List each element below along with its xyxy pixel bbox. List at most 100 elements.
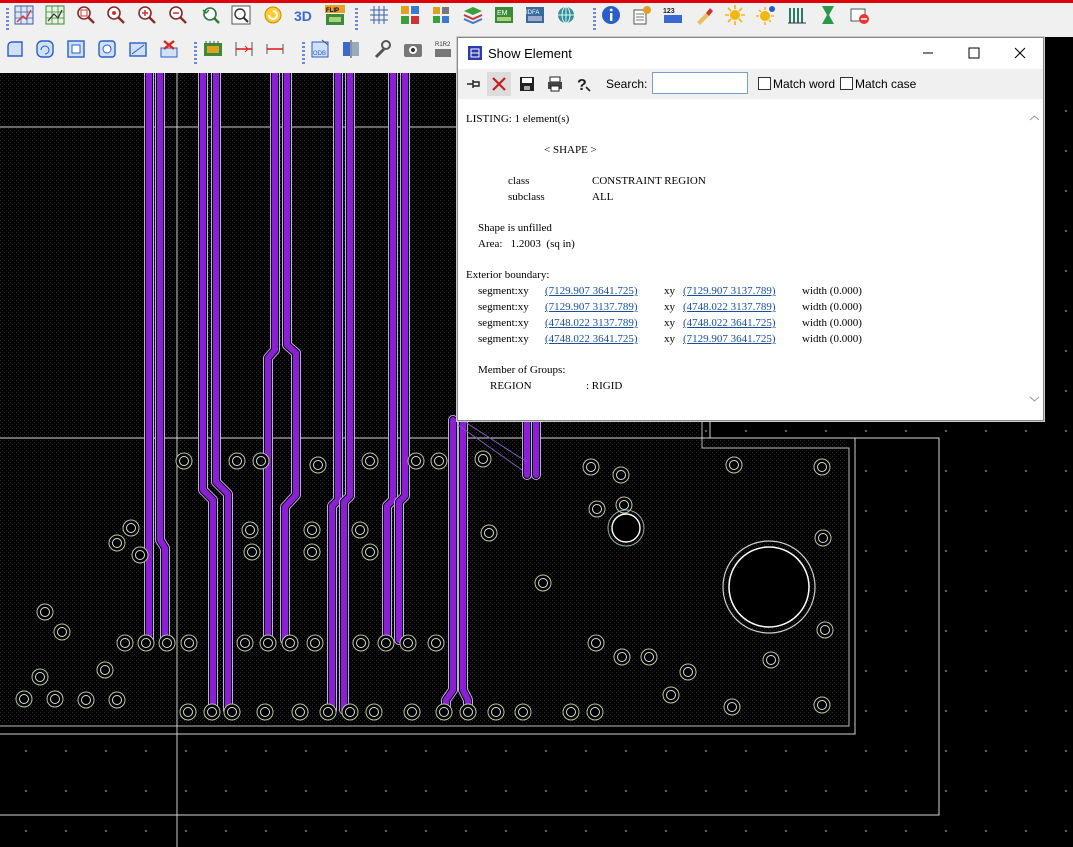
search-input[interactable] [652,72,748,94]
segment-from-link[interactable]: (4748.022 3137.789) [545,317,638,329]
via-drill [307,525,317,535]
minimize-button[interactable] [905,38,951,68]
segment-to-link[interactable]: (4748.022 3137.789) [683,301,776,313]
toolbar-grip[interactable] [302,42,305,66]
info-icon[interactable] [599,3,623,27]
ratsnest-icon[interactable] [785,3,809,27]
match-word-label[interactable]: Match word [773,77,836,91]
segment-from-link[interactable]: (7129.907 3137.789) [545,301,638,313]
refdes-icon[interactable]: R1R2 [432,37,456,61]
toolbar-grip[interactable] [593,8,596,32]
shape-circle-icon[interactable] [33,37,57,61]
vertical-scrollbar[interactable] [1026,99,1043,420]
via-drill [586,462,596,472]
via [243,543,261,561]
mirror-icon[interactable] [339,37,363,61]
unhighlight-icon[interactable] [754,3,778,27]
dimension-icon[interactable] [232,37,256,61]
via-drill [100,665,110,675]
dialog-titlebar[interactable]: Show Element [458,38,1043,68]
via [615,496,633,514]
toolbar-grip[interactable] [355,8,358,32]
rats-icon[interactable] [847,3,871,27]
via [303,543,321,561]
segment-from-link[interactable]: (4748.022 3641.725) [545,333,638,345]
via [723,698,741,716]
segment-from-link[interactable]: (7129.907 3641.725) [545,285,638,297]
globe-icon[interactable] [554,3,578,27]
component-icon[interactable] [201,37,225,61]
minimize-icon [923,52,933,54]
delete-shape-icon[interactable] [157,37,181,61]
flip-board-icon[interactable]: FLIP [323,3,347,27]
grid-toggle-icon[interactable] [367,3,391,27]
show-element-dialog: Show Element ? Search: Match word Match … [457,37,1044,421]
via-drill [365,456,375,466]
search-label: Search: [606,77,648,91]
via [361,543,379,561]
maximize-button[interactable] [951,38,997,68]
zoom-out-icon[interactable] [166,3,190,27]
pin-icon[interactable] [462,72,486,96]
camera-icon[interactable] [401,37,425,61]
highlight-icon[interactable] [692,3,716,27]
scroll-up-icon[interactable] [1029,113,1040,124]
toolbar-grip[interactable] [194,42,197,66]
zoom-fit-icon[interactable] [74,3,98,27]
123-number-icon[interactable]: 123 [661,3,685,27]
round-rect-icon[interactable] [95,37,119,61]
zoom-in-icon[interactable] [135,3,159,27]
measure-icon[interactable] [630,3,654,27]
via [613,648,631,666]
via [562,703,580,721]
help-icon[interactable]: ? [571,72,595,96]
em-icon[interactable]: EM [492,3,516,27]
idfa-icon[interactable]: IDFA [523,3,547,27]
trace [329,73,341,713]
delete-icon[interactable] [487,72,511,96]
zoom-previous-icon[interactable] [198,3,222,27]
close-icon [1014,47,1026,59]
zoom-world-icon[interactable] [229,3,253,27]
print-icon[interactable] [543,72,567,96]
toolbar-grip[interactable] [6,8,9,32]
odb-icon[interactable]: ODB [308,37,332,61]
wrench-icon[interactable] [370,37,394,61]
zoom-points-icon[interactable] [104,3,128,27]
match-word-checkbox[interactable] [758,77,771,90]
drc-icon[interactable] [816,3,840,27]
rectangle-icon[interactable] [64,37,88,61]
via [816,621,834,639]
via-drill [538,578,548,588]
shape-icon[interactable] [3,37,27,61]
via [252,452,270,470]
segment-to-link[interactable]: (4748.022 3641.725) [683,317,776,329]
sun-icon[interactable] [723,3,747,27]
grid-view-icon[interactable] [12,3,36,27]
scroll-down-icon[interactable] [1029,393,1040,404]
shadow-icon[interactable] [461,3,485,27]
groups-heading: Member of Groups: [478,364,566,376]
via [403,703,421,721]
grid-green-icon[interactable] [43,3,67,27]
segment-to-link[interactable]: (7129.907 3641.725) [683,333,776,345]
via-drill [112,695,122,705]
via [459,703,477,721]
match-case-label[interactable]: Match case [855,77,917,91]
save-icon[interactable] [515,72,539,96]
3d-view-icon[interactable]: 3D [292,3,316,27]
via-drill [365,547,375,557]
match-case-checkbox[interactable] [840,77,853,90]
via-drill [817,700,827,710]
trace [265,73,278,643]
color-icon[interactable] [398,3,422,27]
pcb-canvas[interactable] [0,73,1073,847]
close-button[interactable] [997,38,1043,68]
shape-edit-icon[interactable] [126,37,150,61]
redraw-icon[interactable] [261,3,285,27]
via [662,686,680,704]
segment-to-link[interactable]: (7129.907 3137.789) [683,285,776,297]
layers-icon[interactable] [429,3,453,27]
via [131,546,149,564]
dimension-linear-icon[interactable] [263,37,287,61]
